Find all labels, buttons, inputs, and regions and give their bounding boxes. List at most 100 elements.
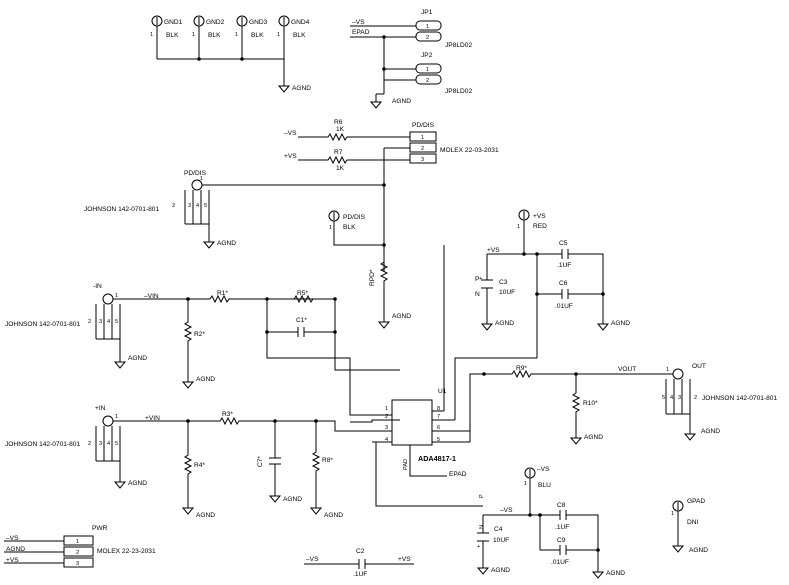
neg-in-pin1: 1 xyxy=(115,293,118,299)
gnd2-label: GND2 xyxy=(206,19,225,26)
pos-input: +IN 1 +VIN R3* 2 3 4 5 JOHNSON 142-0701-… xyxy=(5,405,372,519)
pos-supply-decoupling: +VS 1 RED +VS P + N C3 10UF AGND C5 .1UF… xyxy=(475,209,630,358)
neg-in-pin3: 3 xyxy=(99,319,102,325)
svg-text:+: + xyxy=(479,276,482,282)
pos-in-pin4: 4 xyxy=(107,441,110,447)
neg-vs-tp-label: –VS xyxy=(537,466,550,473)
r2-resistor xyxy=(183,299,193,382)
c4-agnd-icon xyxy=(477,561,489,575)
pos-in-agnd: AGND xyxy=(128,480,147,487)
neg-in-pin5: 5 xyxy=(115,319,118,325)
neg-vs-net: –VS xyxy=(500,507,513,514)
jp1-neg-vs-net: –VS xyxy=(352,19,365,26)
pd-molex-part: MOLEX 22-03-2031 xyxy=(440,147,499,154)
c9-label: C9 xyxy=(557,537,566,544)
r10-agnd-icon xyxy=(570,431,582,445)
gnd3-color: BLK xyxy=(251,32,264,39)
r7-value: 1K xyxy=(336,165,345,172)
pd-dis-header: PD/DIS 1 2 3 MOLEX 22-03-2031 –VS +VS R6… xyxy=(284,119,499,272)
pos-vin-net: +VIN xyxy=(145,415,160,422)
gpad-agnd-icon xyxy=(672,539,684,553)
r6-label: R6 xyxy=(334,119,343,126)
power-header: PWR 1 2 3 MOLEX 22-23-2031 –VS AGND +VS xyxy=(4,525,156,568)
neg-supply-decoupling: –VS 1 BLU –VS P N + C4 10UF AGND C8 .1UF… xyxy=(477,466,625,579)
r4-agnd: AGND xyxy=(196,512,215,519)
jp1-pin1-num: 1 xyxy=(426,24,429,30)
r7-label: R7 xyxy=(334,149,343,156)
c6-capacitor xyxy=(561,289,569,299)
gpad-dni: DNI xyxy=(687,519,699,526)
u1-pin2: 2 xyxy=(385,414,388,420)
c3-label: C3 xyxy=(499,279,508,286)
c4-pol-n: N xyxy=(479,525,485,529)
out-sma-icon xyxy=(672,368,684,380)
pos-in-label: +IN xyxy=(95,405,106,412)
out-pin1: 1 xyxy=(666,367,669,373)
jumpers: –VS EPAD JP1 1 2 JP8LD02 JP2 1 2 JP8LD02… xyxy=(350,9,472,109)
jp1-epad-net: EPAD xyxy=(352,29,370,36)
c8-label: C8 xyxy=(557,502,566,509)
out-part: JOHNSON 142-0701-801 xyxy=(702,395,777,402)
r2-agnd-icon xyxy=(182,375,194,389)
rpd-agnd: AGND xyxy=(392,313,411,320)
c2-value: .1UF xyxy=(353,571,367,578)
neg-vs-tp-pin: 1 xyxy=(524,481,527,487)
pwr-label: PWR xyxy=(92,525,108,532)
gnd4-label: GND4 xyxy=(291,19,310,26)
pos-vs-tp-label: +VS xyxy=(533,213,546,220)
c6-agnd-icon xyxy=(597,317,609,331)
pd-sma-agnd-icon xyxy=(203,235,215,249)
pd-dis-tp-label: PD/DIS xyxy=(343,214,366,221)
c3-value: 10UF xyxy=(499,289,515,296)
jp2-pin1-num: 1 xyxy=(426,67,429,73)
gnd3-test-point-icon xyxy=(236,15,248,27)
pd-sma-pin1: 1 xyxy=(200,176,203,182)
u1-pin3: 3 xyxy=(385,425,388,431)
ground-test-points: GND1 GND2 GND3 GND4 1 1 1 1 BLK BLK BLK … xyxy=(150,15,311,93)
jp2-pin2-num: 2 xyxy=(426,78,429,84)
r10-label: R10* xyxy=(583,400,598,407)
gnd1-test-point-icon xyxy=(151,15,163,27)
svg-text:+: + xyxy=(477,544,480,550)
c4-label: C4 xyxy=(494,526,503,533)
neg-vin-net: –VIN xyxy=(144,293,159,300)
pos-vs-test-point-icon xyxy=(518,209,530,221)
neg-vs-test-point-icon xyxy=(524,467,536,479)
jp1-pin2-num: 2 xyxy=(426,35,429,41)
jp-agnd-label: AGND xyxy=(392,98,411,105)
gnd1-pin: 1 xyxy=(150,32,153,38)
c8-value: .1UF xyxy=(555,524,569,531)
u1-pin5: 5 xyxy=(437,437,440,443)
neg-vs-tp-color: BLU xyxy=(538,482,551,489)
r6-value: 1K xyxy=(336,126,345,133)
r2-agnd: AGND xyxy=(196,376,215,383)
c5-label: C5 xyxy=(559,240,568,247)
c2-capacitor xyxy=(358,559,366,569)
c9-capacitor xyxy=(559,545,567,555)
c9-agnd-icon xyxy=(592,565,604,579)
c3-capacitor xyxy=(481,279,493,289)
agnd-label: AGND xyxy=(292,85,311,92)
pd-pin-3 xyxy=(409,153,437,164)
gnd2-color: BLK xyxy=(208,32,221,39)
gpad-test-point: GPAD 1 DNI AGND xyxy=(671,498,708,554)
u1-ref: U1 xyxy=(438,388,447,395)
pd-sma-label: PD/DIS xyxy=(184,170,207,177)
pwr-pin2-num: 2 xyxy=(76,550,79,556)
u1-body xyxy=(391,399,433,446)
c9-agnd: AGND xyxy=(606,570,625,577)
pos-vs-net: +VS xyxy=(487,247,500,254)
c2-pos-vs: +VS xyxy=(398,556,411,563)
neg-in-pin2: 2 xyxy=(88,319,91,325)
r6-resistor xyxy=(298,132,410,142)
pos-in-sma-icon xyxy=(102,415,114,427)
u1-pin7: 7 xyxy=(437,414,440,420)
out-pin2: 2 xyxy=(694,395,697,401)
r5-label: R5* xyxy=(297,290,308,297)
pd-neg-vs-net: –VS xyxy=(284,130,297,137)
pwr-neg-vs: –VS xyxy=(6,535,19,542)
pd-dis-test-point-icon xyxy=(328,210,340,222)
gnd2-pin: 1 xyxy=(192,32,195,38)
jp2-part: JP8LD02 xyxy=(445,88,472,95)
